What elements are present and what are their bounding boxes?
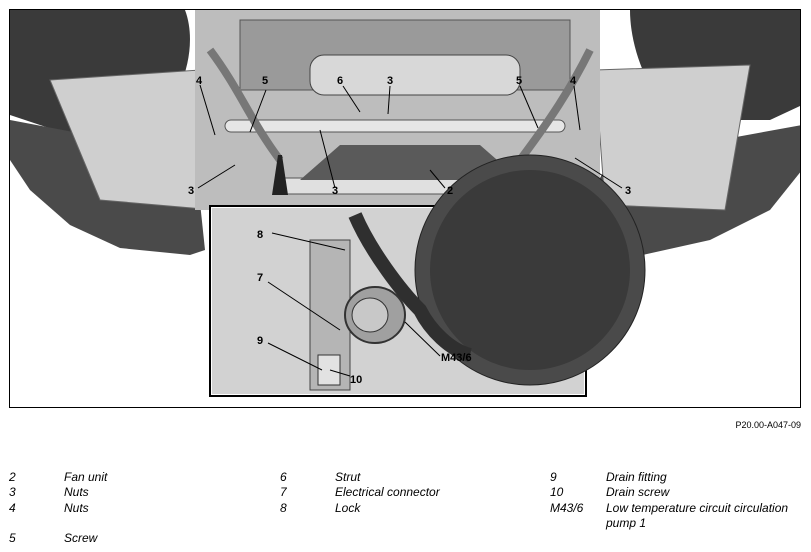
legend-description: Nuts bbox=[64, 501, 89, 515]
callout-5-right: 5 bbox=[516, 75, 522, 87]
legend-number: 4 bbox=[9, 501, 16, 515]
legend-description: Electrical connector bbox=[335, 485, 440, 499]
legend-number: 3 bbox=[9, 485, 16, 499]
legend-number: 9 bbox=[550, 470, 557, 484]
fan-shroud bbox=[300, 145, 520, 180]
callout-2: 2 bbox=[447, 185, 453, 197]
legend-number: 7 bbox=[280, 485, 287, 499]
detail-hose bbox=[348, 212, 473, 362]
callout-3-left: 3 bbox=[188, 185, 194, 197]
legend-number: 10 bbox=[550, 485, 564, 499]
callout-4-right: 4 bbox=[570, 75, 577, 87]
detail-pump-cap bbox=[351, 297, 389, 333]
detail-drain bbox=[317, 354, 341, 386]
legend-number: M43/6 bbox=[550, 501, 584, 515]
detail-indicator-arrow bbox=[272, 155, 288, 195]
legend-number: 8 bbox=[280, 501, 287, 515]
legend-description: Fan unit bbox=[64, 470, 108, 484]
callout-M43-6: M43/6 bbox=[441, 352, 472, 364]
right-bracket-panel bbox=[594, 64, 751, 211]
callout-6: 6 bbox=[337, 75, 343, 87]
legend-description: Strut bbox=[335, 470, 361, 484]
legend-number: 2 bbox=[9, 470, 16, 484]
legend-description: Drain fitting bbox=[606, 470, 667, 484]
cross-pipe bbox=[224, 119, 566, 133]
legend-description: Low temperature circuit circulation pump… bbox=[606, 501, 789, 530]
figure-reference-code: P20.00-A047-09 bbox=[735, 420, 801, 430]
strut-cylinder bbox=[309, 54, 521, 96]
legend-description: Screw bbox=[64, 531, 98, 545]
legend: 2 Fan unit 3 Nuts 4 Nuts 5 Screw 6 Strut… bbox=[0, 470, 811, 552]
legend-description: Lock bbox=[335, 501, 361, 515]
callout-3-center: 3 bbox=[332, 185, 338, 197]
engine-bay-diagram: 4 5 6 3 5 4 3 3 2 3 8 7 9 10 M43/6 bbox=[9, 9, 801, 408]
callout-4-left: 4 bbox=[196, 75, 203, 87]
left-hose bbox=[206, 47, 284, 163]
callout-8: 8 bbox=[257, 229, 263, 241]
detail-fan-disc-inner bbox=[430, 170, 630, 370]
callout-3-top: 3 bbox=[387, 75, 393, 87]
legend-description: Nuts bbox=[64, 485, 89, 499]
callout-10: 10 bbox=[350, 374, 362, 386]
legend-number: 6 bbox=[280, 470, 287, 484]
callout-3-right: 3 bbox=[625, 185, 631, 197]
legend-description: Drain screw bbox=[606, 485, 670, 499]
leader-lines bbox=[197, 84, 623, 377]
callout-7: 7 bbox=[257, 272, 263, 284]
callout-9: 9 bbox=[257, 335, 263, 347]
right-hose bbox=[516, 48, 594, 163]
legend-number: 5 bbox=[9, 531, 16, 545]
callout-5-left: 5 bbox=[262, 75, 268, 87]
